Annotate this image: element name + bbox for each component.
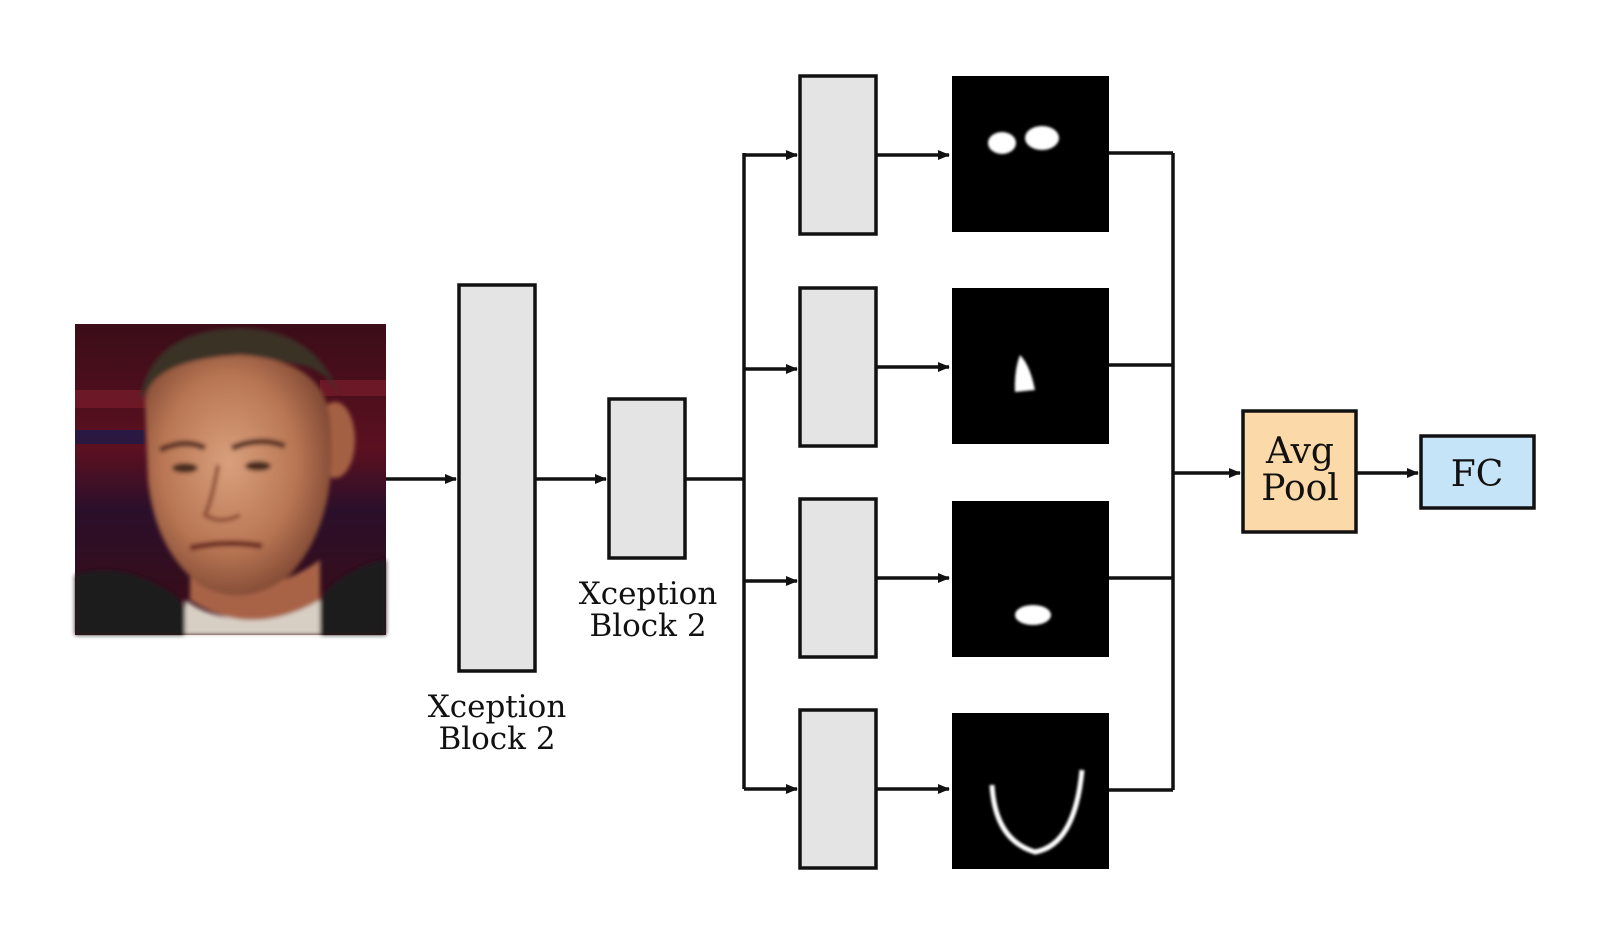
branch-1-block [798, 74, 878, 236]
mouth-mask [952, 501, 1109, 657]
merge-connector [1109, 151, 1241, 792]
jaw-contour-mask [952, 713, 1109, 869]
avg-pool-box [1241, 409, 1358, 534]
block-b-caption-line1: Xception [579, 576, 718, 612]
split-connector [685, 150, 798, 794]
input-face-image [75, 324, 386, 635]
block-b-caption-line2: Block 2 [589, 608, 706, 644]
avg-pool-label-line2: Pool [1261, 468, 1339, 509]
branch-4-block [798, 708, 878, 870]
branch-2-block [798, 286, 878, 448]
avg-pool-label-line1: Avg [1265, 431, 1334, 472]
block-a-caption-line1: Xception [428, 689, 567, 725]
xception-block-a [457, 283, 537, 673]
fc-label: FC [1451, 454, 1504, 495]
nose-mask [952, 288, 1109, 444]
block-a-caption-line2: Block 2 [438, 721, 555, 757]
xception-block-b [607, 397, 687, 560]
branch-3-block [798, 497, 878, 659]
eyes-mask [952, 76, 1109, 232]
fc-box [1419, 434, 1536, 510]
